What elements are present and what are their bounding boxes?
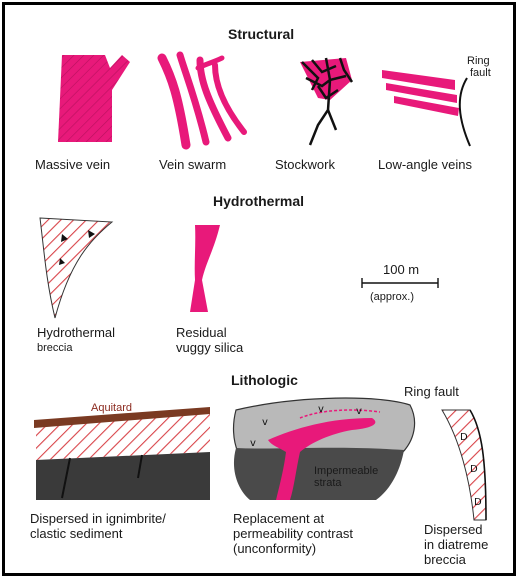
replacement-label-2: permeability contrast <box>233 527 353 541</box>
breccia-label-1: Hydrothermal <box>37 326 115 340</box>
ignimbrite-figure <box>34 407 210 500</box>
svg-text:D: D <box>474 497 482 508</box>
svg-text:v: v <box>262 417 268 428</box>
impermeable-label-2: strata <box>314 477 342 489</box>
svg-text:v: v <box>356 406 362 417</box>
diatreme-label-3: breccia <box>424 553 466 567</box>
massive-vein-figure <box>58 55 130 142</box>
replacement-label-1: Replacement at <box>233 512 324 526</box>
silica-label-2: vuggy silica <box>176 341 243 355</box>
diatreme-label-2: in diatreme <box>424 538 488 552</box>
silica-label-1: Residual <box>176 326 227 340</box>
breccia-label-2: breccia <box>37 342 72 354</box>
replacement-label-3: (unconformity) <box>233 542 316 556</box>
lithologic-heading: Lithologic <box>231 372 298 388</box>
dispersed-label-1: Dispersed in ignimbrite/ <box>30 512 166 526</box>
massive-vein-label: Massive vein <box>35 158 110 172</box>
hydrothermal-heading: Hydrothermal <box>213 193 304 209</box>
vuggy-silica-figure <box>190 225 220 312</box>
hydrothermal-breccia-figure <box>40 218 112 318</box>
diatreme-label-1: Dispersed <box>424 523 483 537</box>
scale-value: 100 m <box>383 263 419 277</box>
diatreme-figure: D D D <box>442 410 486 520</box>
scale-note: (approx.) <box>370 291 414 303</box>
svg-text:v: v <box>318 404 324 415</box>
scale-bar <box>362 278 438 288</box>
aquitard-label: Aquitard <box>91 402 132 414</box>
vein-swarm-figure <box>162 55 244 145</box>
svg-text:v: v <box>250 438 256 449</box>
structural-heading: Structural <box>228 26 294 42</box>
svg-text:D: D <box>460 432 468 443</box>
ring-fault-label-2: fault <box>470 67 491 79</box>
svg-text:D: D <box>470 464 478 475</box>
ring-fault-label-1: Ring <box>467 55 490 67</box>
low-angle-veins-figure <box>382 70 470 146</box>
dispersed-label-2: clastic sediment <box>30 527 122 541</box>
stockwork-label: Stockwork <box>275 158 335 172</box>
ring-fault-lith-label: Ring fault <box>404 385 459 399</box>
stockwork-figure <box>300 58 352 145</box>
impermeable-label-1: Impermeable <box>314 465 378 477</box>
vein-swarm-label: Vein swarm <box>159 158 226 172</box>
low-angle-veins-label: Low-angle veins <box>378 158 472 172</box>
